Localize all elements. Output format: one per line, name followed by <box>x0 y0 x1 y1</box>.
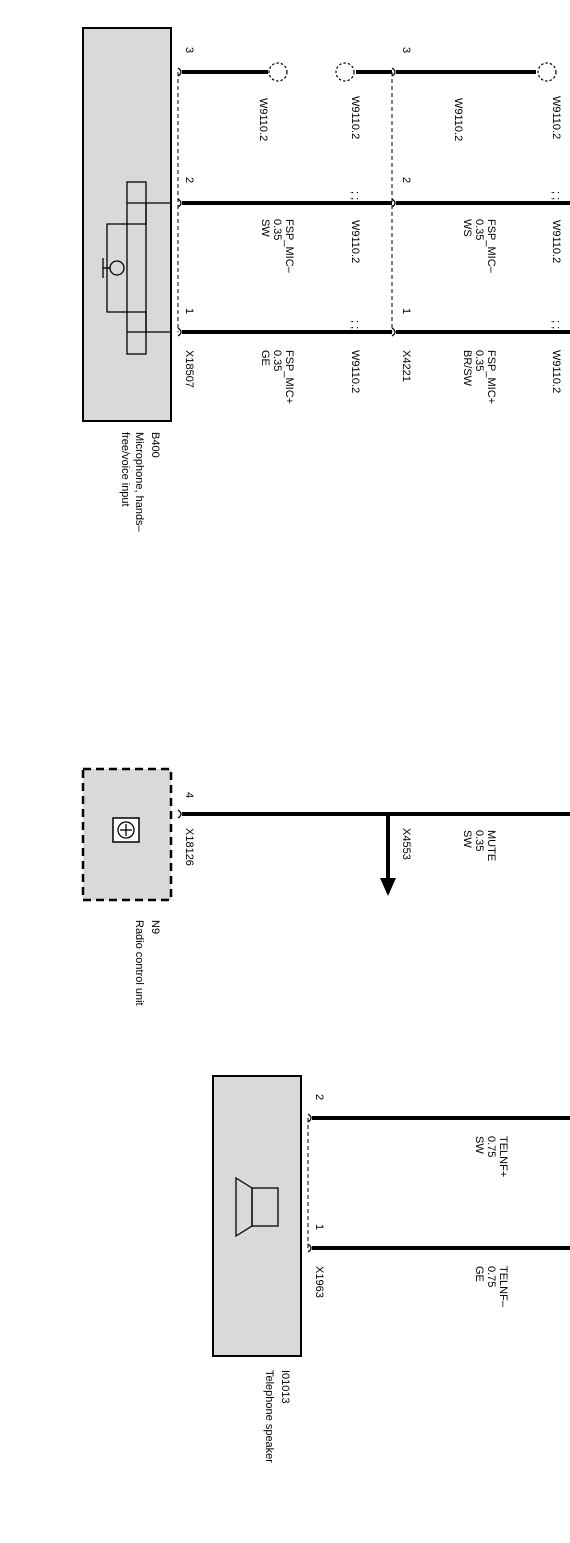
x4221-pin2-signal: FSP_MIC– <box>485 219 497 274</box>
radio-component-id: N9 <box>149 920 161 934</box>
speaker-pin1-color: GE <box>473 1266 485 1282</box>
speaker-box <box>212 1075 302 1357</box>
mic-pin2-color: SW <box>259 219 271 237</box>
mic-pin1-size: 0.35 <box>271 350 283 371</box>
arrow-down-icon <box>380 878 396 896</box>
x4221-connector-label: X4221 <box>400 350 412 382</box>
x4221-pin1-color: BR/SW <box>461 350 473 387</box>
mic-pin2-signal: FSP_MIC– <box>283 219 295 274</box>
right-ref-1: W9110.2 <box>550 96 562 139</box>
mute-signal: MUTE <box>485 830 497 861</box>
mic-pin-3: 3 <box>183 47 195 53</box>
radio-connector-label: X18126 <box>183 828 195 866</box>
x4221-pin2-color: WS <box>461 219 473 237</box>
speaker-component-id: I01013 <box>279 1370 291 1404</box>
shield-break-mark: ; ; <box>349 191 361 200</box>
speaker-component <box>212 1075 302 1357</box>
x4221-pin-3: 3 <box>400 47 412 53</box>
right-ref-3: W9110.2 <box>550 350 562 393</box>
speaker-pin2-color: SW <box>473 1136 485 1154</box>
mic-component-name-2: free/voice input <box>119 432 131 507</box>
speaker-pin2-signal: TELNF+ <box>497 1136 509 1177</box>
shield-end-icon <box>268 62 288 82</box>
x4221-wires <box>396 62 570 334</box>
x4221-pin-2: 2 <box>400 177 412 183</box>
mic-component-name-1: Microphone, hands– <box>133 432 145 533</box>
x4221-pin-ticks <box>391 67 396 337</box>
mute-wire-group <box>177 809 570 896</box>
right-break-mark: ; ; <box>550 320 562 329</box>
mic-pin-ticks <box>177 67 182 337</box>
mic-pin2-size: 0.35 <box>271 219 283 240</box>
radio-component-name: Radio control unit <box>133 920 145 1006</box>
mic-pin-2: 2 <box>183 177 195 183</box>
mic-pin1-signal: FSP_MIC+ <box>283 350 295 404</box>
x4221-pin1-size: 0.35 <box>473 350 485 371</box>
speaker-component-name: Telephone speaker <box>263 1370 275 1463</box>
x4221-pin3-ref: W9110.2 <box>452 98 464 141</box>
speaker-pin1-signal: TELNF– <box>497 1266 509 1308</box>
right-ref-2: W9110.2 <box>550 220 562 263</box>
radio-pin-4: 4 <box>183 792 195 798</box>
speaker-wires <box>307 1113 570 1253</box>
shield-break-mark: ; ; <box>349 320 361 329</box>
shield-ref-3: W9110.2 <box>349 350 361 393</box>
mic-pin1-color: GE <box>259 350 271 366</box>
x4221-pin1-signal: FSP_MIC+ <box>485 350 497 404</box>
right-break-mark: ; ; <box>550 191 562 200</box>
radio-component <box>81 767 173 902</box>
speaker-pin-1: 1 <box>313 1224 325 1230</box>
speaker-symbol-icon <box>235 1176 279 1238</box>
shield-end-icon <box>537 62 557 82</box>
x4221-pin2-size: 0.35 <box>473 219 485 240</box>
mute-size: 0.35 <box>473 830 485 851</box>
x4221-pin-1: 1 <box>400 308 412 314</box>
speaker-pin2-size: 0.75 <box>485 1136 497 1157</box>
mic-pin3-ref: W9110.2 <box>257 98 269 141</box>
speaker-pin1-size: 0.75 <box>485 1266 497 1287</box>
radio-symbol-icon <box>112 817 140 843</box>
mic-component-id: B400 <box>149 432 161 458</box>
microphone-symbol-icon <box>102 181 171 355</box>
microphone-component <box>82 27 172 422</box>
mic-pin-1: 1 <box>183 308 195 314</box>
mic-connector-label: X18507 <box>183 350 195 388</box>
speaker-connector-label: X1963 <box>313 1266 325 1298</box>
mute-color: SW <box>461 830 473 848</box>
speaker-pin-2: 2 <box>313 1094 325 1100</box>
radio-pin-tick <box>177 809 182 819</box>
shield-ref-1: W9110.2 <box>349 96 361 139</box>
shield-ref-2: W9110.2 <box>349 220 361 263</box>
mute-connector-label: X4553 <box>400 828 412 860</box>
mic-wires <box>182 62 392 334</box>
shield-end-icon <box>335 62 355 82</box>
